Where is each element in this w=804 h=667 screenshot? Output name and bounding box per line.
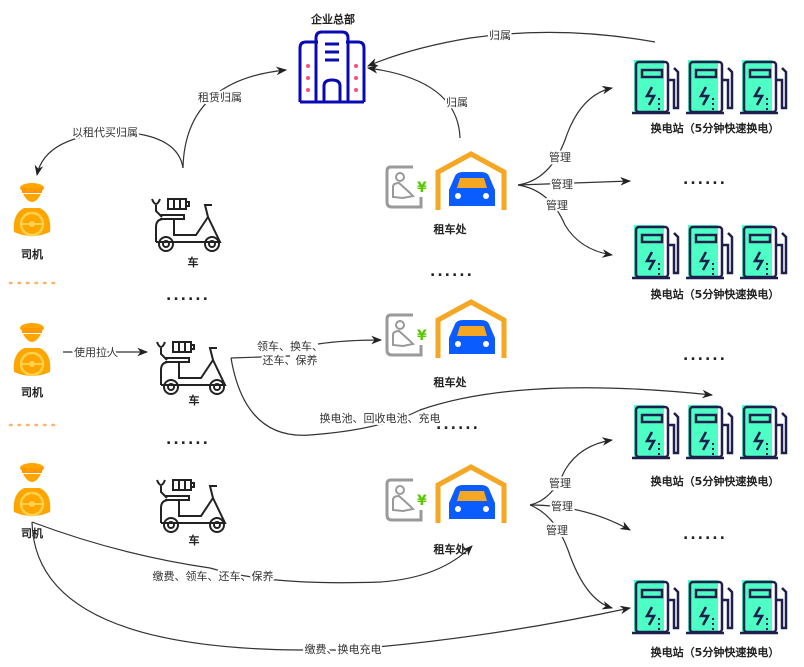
edge-label: 归属 — [446, 95, 468, 109]
edge-label: 管理 — [551, 177, 573, 191]
driver-icon — [12, 321, 52, 378]
edge-label: 租赁归属 — [198, 90, 242, 104]
edge-vehicle-driver — [34, 131, 184, 177]
scooter-icon — [151, 198, 221, 252]
battery-swap-station-icon — [630, 58, 680, 115]
battery-swap-station-icon — [684, 58, 734, 115]
edge-label: 管理 — [551, 499, 573, 513]
edge-label: 缴费、领车、还车、保养 — [153, 569, 274, 583]
edge-label: 还车、保养 — [263, 353, 318, 367]
rental-label: 租车处 — [434, 222, 468, 236]
station-group — [630, 223, 788, 280]
station-label: 换电站（5分钟快速换电） — [651, 287, 780, 301]
ellipsis: ...... — [436, 417, 480, 433]
rental-label: 租车处 — [434, 375, 468, 389]
station-label: 换电站（5分钟快速换电） — [651, 645, 780, 659]
ellipsis: ...... — [166, 432, 210, 448]
ellipsis: ...... — [683, 527, 727, 543]
battery-swap-station-icon — [738, 223, 788, 280]
vehicle-label: 车 — [188, 255, 199, 269]
driver-icon — [12, 461, 52, 518]
edge-driver-rental — [31, 521, 473, 584]
hq-building-icon — [298, 30, 366, 104]
scooter-icon — [156, 341, 226, 395]
edge-manage — [529, 437, 614, 506]
edge-label: 缴费、换电充电 — [305, 642, 382, 656]
scooter-icon — [156, 479, 226, 533]
edge-driver-station — [31, 521, 632, 651]
battery-swap-station-icon — [630, 223, 680, 280]
battery-swap-station-icon — [738, 578, 788, 635]
ellipsis: ...... — [683, 348, 727, 364]
battery-swap-station-icon — [684, 578, 734, 635]
edge-label: 管理 — [549, 150, 571, 164]
edge-label: 换电池、回收电池、充电 — [320, 411, 441, 425]
battery-swap-station-icon — [630, 403, 680, 460]
car-rental-icon — [387, 302, 504, 358]
driver-label: 司机 — [21, 247, 43, 261]
ellipsis: ...... — [166, 288, 210, 304]
edge-manage — [517, 184, 614, 258]
edge-label: 管理 — [549, 476, 571, 490]
edge-label: 使用拉人 — [74, 345, 118, 359]
battery-swap-station-icon — [738, 58, 788, 115]
driver-label: 司机 — [21, 385, 43, 399]
battery-swap-station-icon — [738, 403, 788, 460]
station-group — [630, 403, 788, 460]
edge-vehicle-station — [230, 357, 714, 436]
edge-station-hq — [367, 31, 656, 67]
edge-label: 领车、换车、 — [257, 339, 323, 353]
vehicle-label: 车 — [189, 533, 200, 547]
edge-vehicle-hq — [182, 66, 288, 169]
battery-swap-station-icon — [630, 578, 680, 635]
edge-label: 以租代买归属 — [72, 125, 138, 139]
edge-label: 管理 — [546, 523, 568, 537]
car-rental-icon — [387, 154, 504, 210]
edge-label: 管理 — [546, 198, 568, 212]
ellipsis: ...... — [430, 264, 474, 280]
edge-manage — [517, 177, 632, 186]
edge-rental-hq — [366, 65, 461, 139]
battery-swap-station-icon — [684, 403, 734, 460]
vehicle-label: 车 — [189, 393, 200, 407]
station-label: 换电站（5分钟快速换电） — [651, 121, 780, 135]
edge-manage — [529, 504, 631, 531]
station-label: 换电站（5分钟快速换电） — [651, 474, 780, 488]
ellipsis: ...... — [683, 172, 727, 188]
edge-label: 归属 — [489, 28, 511, 42]
hq-label: 企业总部 — [310, 12, 355, 26]
edge-vehicle-rental — [230, 340, 381, 359]
driver-icon — [12, 181, 52, 238]
station-group — [630, 58, 788, 115]
battery-swap-station-icon — [684, 223, 734, 280]
edge-manage — [529, 504, 614, 610]
station-group — [630, 578, 788, 635]
edge-manage — [517, 85, 614, 186]
car-rental-icon — [387, 467, 504, 523]
driver-label: 司机 — [21, 526, 43, 540]
rental-label: 租车处 — [434, 542, 468, 556]
